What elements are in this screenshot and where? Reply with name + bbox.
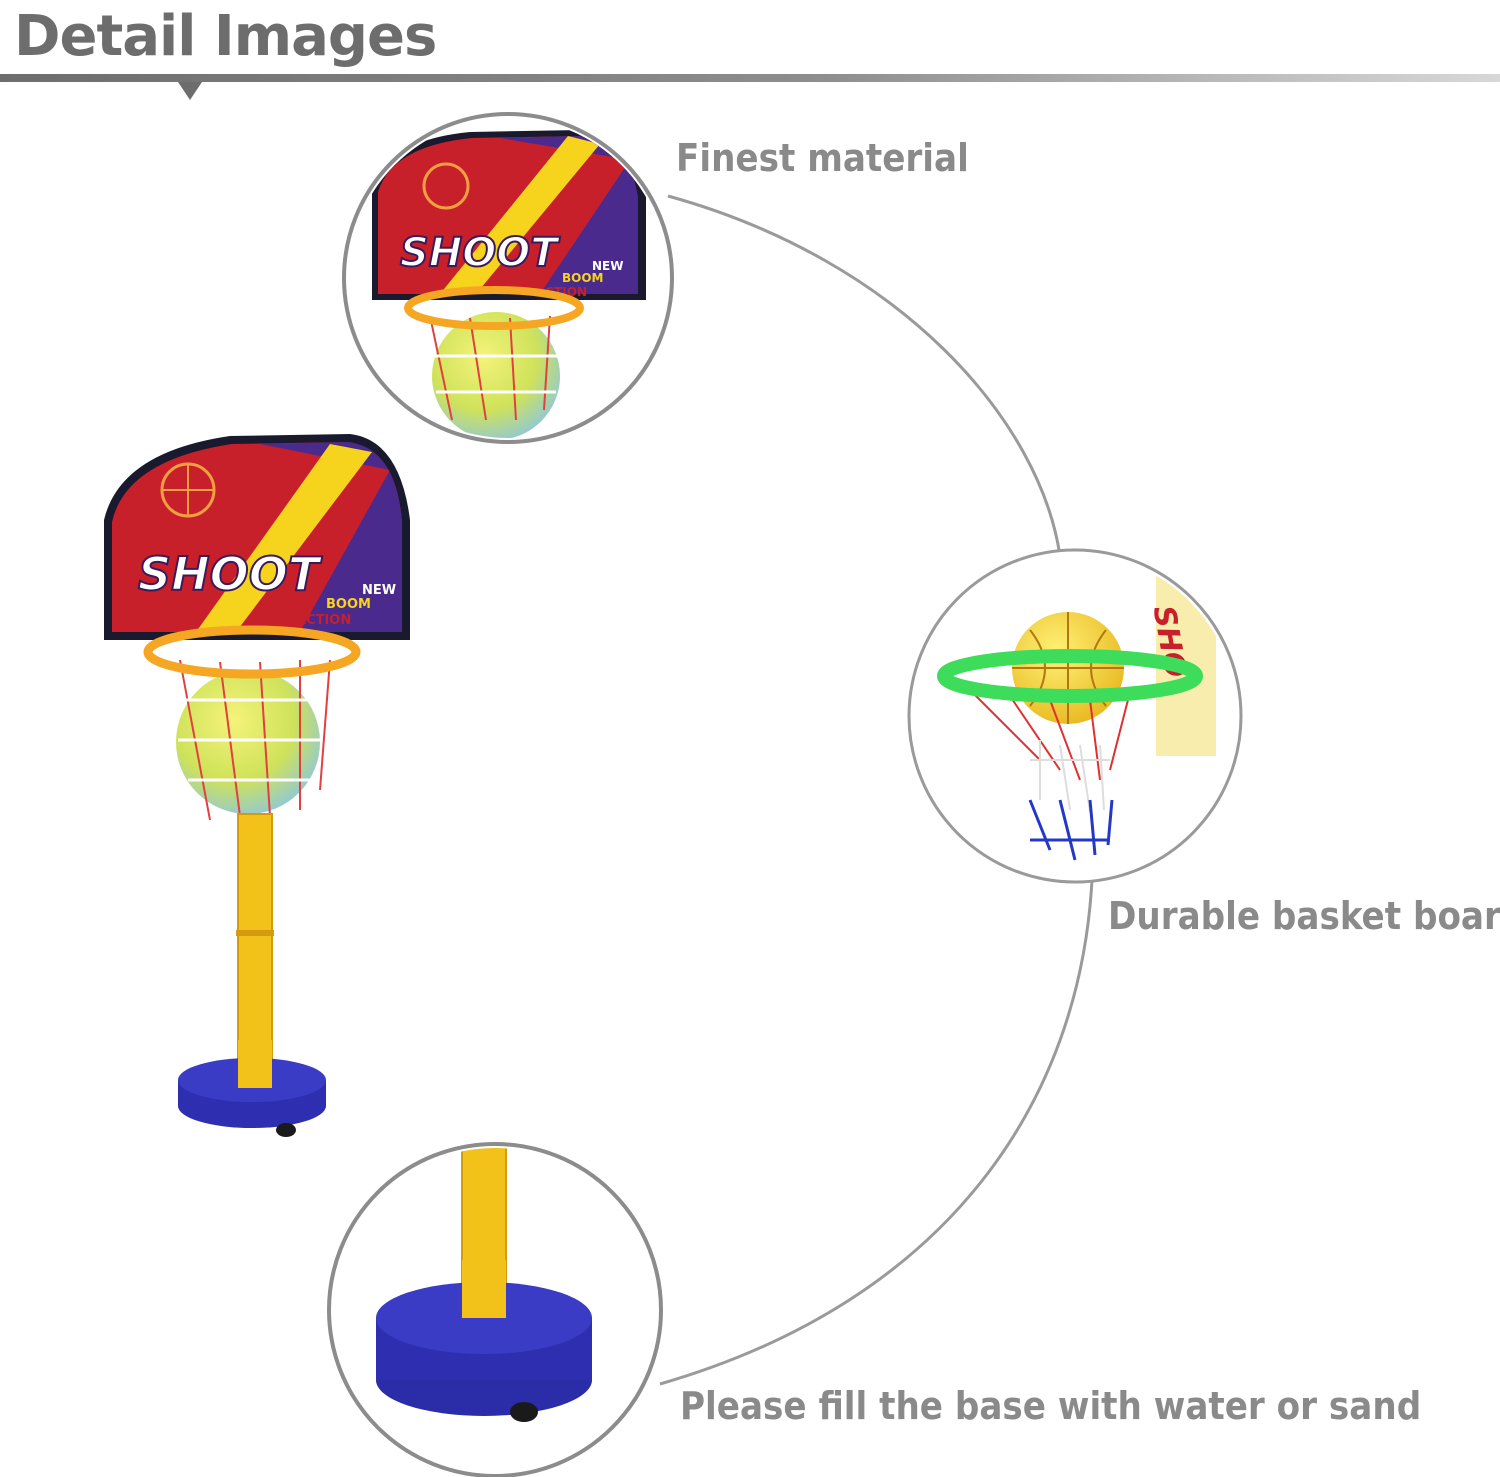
divider-pointer [178,82,202,100]
svg-text:ACTION: ACTION [296,613,351,628]
detail-circle-rim: SHO [907,548,1243,884]
connector-arc-lower [659,879,1094,1386]
callout-finest-material: Finest material [676,136,969,180]
title-divider [0,74,1500,82]
svg-text:NEW: NEW [362,583,396,598]
detail-circle-base [327,1142,663,1477]
detail-circle-backboard: SHOOT NEW BOOM ACTION [342,112,674,444]
callout-fill-base: Please fill the base with water or sand [680,1384,1422,1428]
svg-text:NEW: NEW [592,259,623,273]
main-hoop: SHOOT NEW BOOM ACTION [104,434,410,1137]
detail-shoot-text: SHOOT [400,230,560,276]
page-title: Detail Images [14,4,437,69]
svg-text:BOOM: BOOM [562,271,604,285]
main-shoot-text: SHOOT [138,547,323,601]
svg-text:BOOM: BOOM [326,597,371,612]
green-rim [937,649,1203,703]
main-ball [176,670,320,814]
main-rim [143,625,361,679]
callout-durable-basket-board: Durable basket board [1108,894,1500,938]
connector-arc [667,194,1062,557]
